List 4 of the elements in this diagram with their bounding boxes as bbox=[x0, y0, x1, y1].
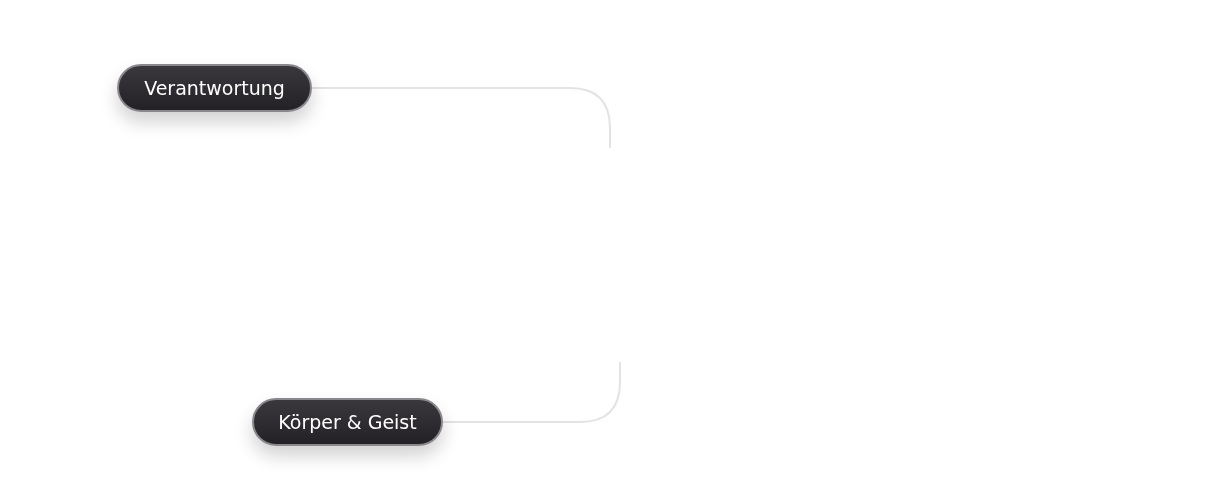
connector-line bbox=[311, 87, 611, 149]
pill-node: Körper & Geist bbox=[252, 398, 443, 446]
connector-line bbox=[442, 361, 621, 423]
pill-node: Verantwortung bbox=[117, 64, 312, 112]
